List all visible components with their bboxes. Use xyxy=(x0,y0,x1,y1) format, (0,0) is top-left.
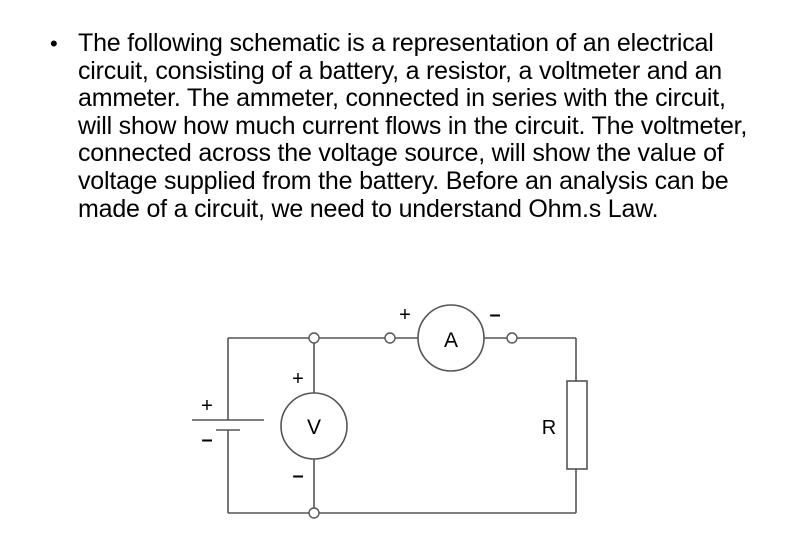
resistor-symbol xyxy=(566,380,588,470)
bullet-dot-icon: • xyxy=(50,31,58,56)
voltmeter-plus-label: + xyxy=(292,368,304,390)
resistor-label: R xyxy=(542,417,556,439)
battery-minus-label: – xyxy=(201,429,212,451)
bullet-item: • The following schematic is a represent… xyxy=(46,29,766,223)
junction-bottom-terminal xyxy=(308,507,320,519)
bullet-text: The following schematic is a representat… xyxy=(78,29,748,223)
ammeter-minus-label: – xyxy=(489,304,500,326)
ammeter-plus-label: + xyxy=(399,304,411,326)
junction-top-terminal xyxy=(308,332,320,344)
voltmeter-label: V xyxy=(307,416,321,439)
ammeter-label: A xyxy=(444,329,458,352)
voltmeter-minus-label: – xyxy=(292,465,303,487)
battery-plus-label: + xyxy=(201,395,213,417)
voltmeter-symbol xyxy=(280,392,348,460)
ammeter-plus-terminal xyxy=(384,332,396,344)
ammeter-symbol xyxy=(417,304,485,372)
bullet-list: • The following schematic is a represent… xyxy=(46,29,766,223)
ammeter-minus-terminal xyxy=(506,332,518,344)
